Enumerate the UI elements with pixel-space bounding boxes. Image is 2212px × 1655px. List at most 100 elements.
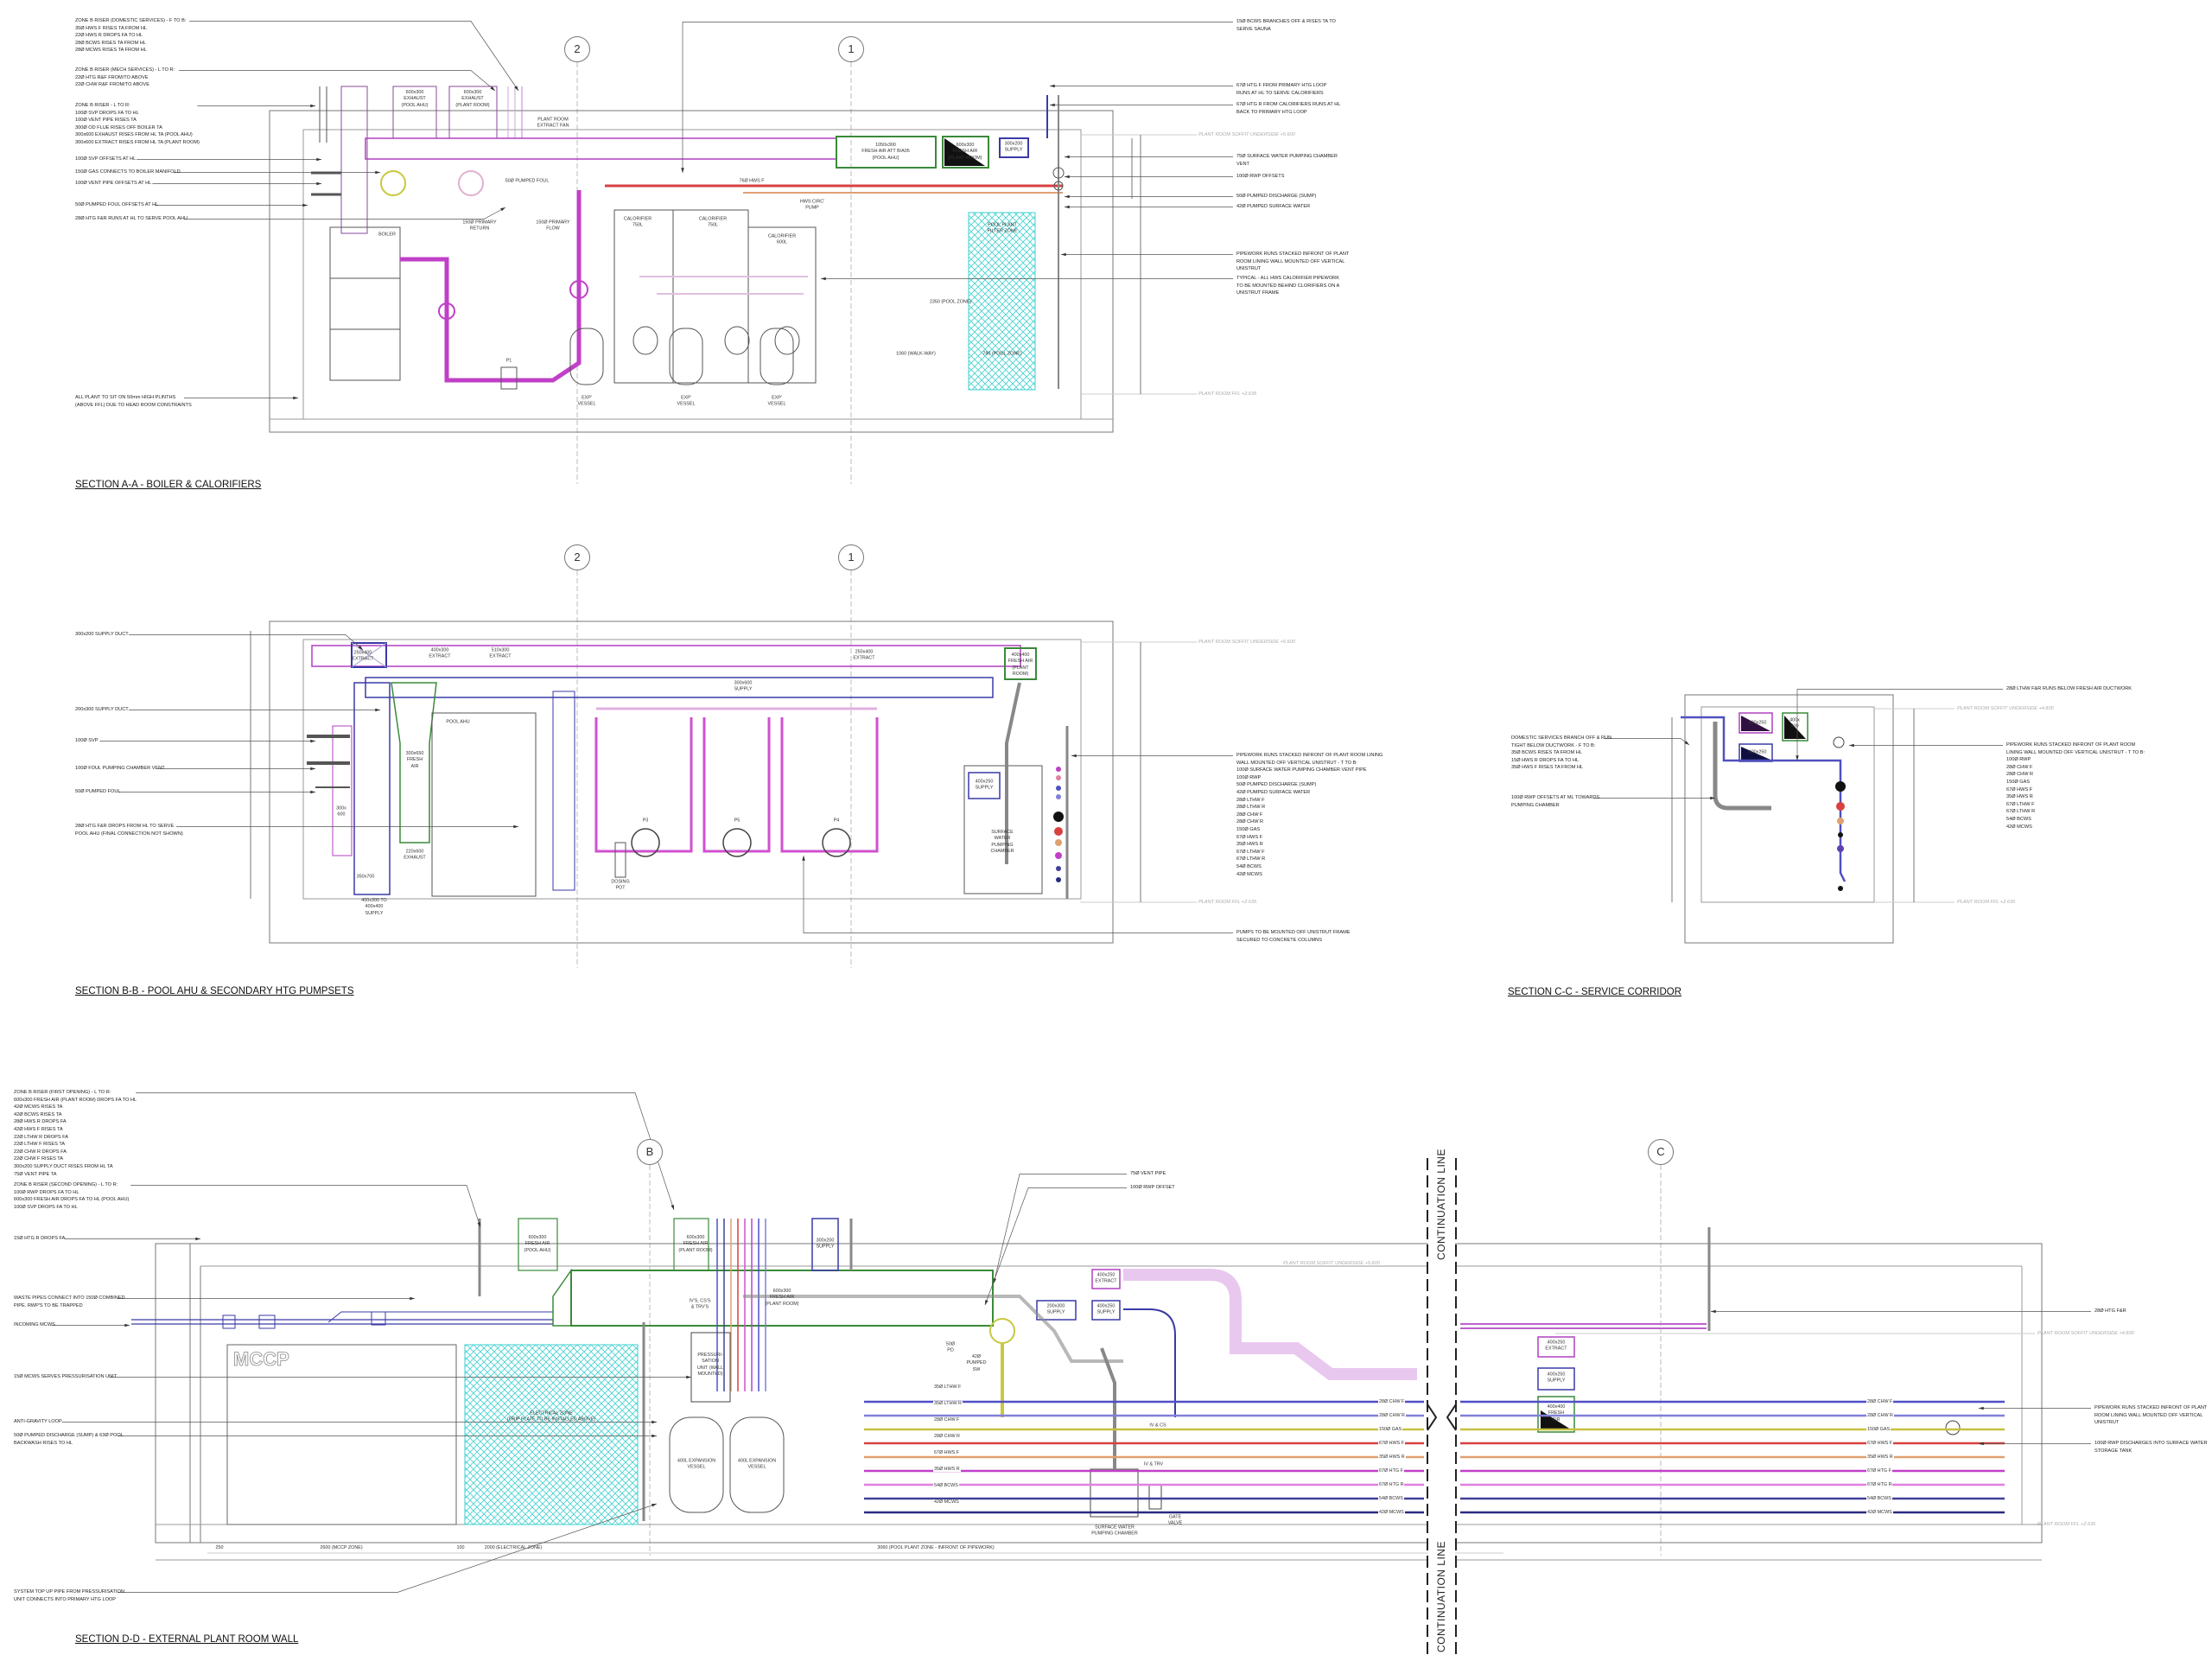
annotation-line: 100Ø RWP OFFSET [1130,1185,1175,1190]
annotation-line: 67Ø LTHW F [1236,849,1265,855]
annotation-note: ALL PLANT TO SIT ON 50mm HIGH PLINTHS(AB… [75,394,192,409]
component-label-line: 780 (POOL ZONE) [982,351,1022,357]
annotation-line: 300x200 SUPPLY DUCT [75,632,129,637]
annotation-line: 600x300 FRESH AIR DROPS FA TO HL (POOL A… [14,1197,130,1203]
pipe-run-label: 35Ø LTHW F [933,1384,963,1390]
component-label-line: 220x600 [405,849,424,855]
fresh-air-duct-pool-ahu [836,136,937,169]
annotation-note: 28Ø LTHW F&R RUNS BELOW FRESH AIR DUCTWO… [2006,685,2132,693]
pool-ahu [431,712,537,897]
leader-arrowhead [1849,743,1854,748]
annotation-line: 67Ø HWS F [2006,786,2033,792]
annotation-note: 50Ø PUMPED FOUL [75,788,121,796]
leader-arrowhead [410,1296,415,1301]
component-label-line: 600x300 [463,89,482,95]
leader-arrowhead [686,1375,691,1379]
annotation-line: SYSTEM TOP UP PIPE FROM PRESSURISATION [14,1589,124,1595]
annotation-line: 150Ø GAS CONNECTS TO BOILER MANIFOLD [75,169,181,175]
annotation-note: ZONE B RISER (SECOND OPENING) - L TO R:1… [14,1181,129,1211]
component-label-line: VESSEL [577,402,596,407]
component-label-line: SURFACE WATER [1095,1525,1135,1531]
annotation-line: 150Ø GAS [2006,779,2031,785]
grid-bubble: 1 [838,544,864,570]
component-label-line: 300x650 [405,750,424,756]
component-label-line: EXTRACT [853,656,875,661]
leader-arrowhead [316,157,321,162]
annotation-line: TIGHT BELOW DUCTWORK - F TO B: [1511,742,1596,748]
annotation-line: 35Ø HWS F RISES TA FROM HL [1511,765,1584,771]
component-label: 400x250 [1749,720,1767,726]
annotation-line: 54Ø BCWS [2006,816,2031,822]
continuation-line-label: CONTINUATION LINE [1435,1541,1447,1652]
supply-riser-duct [353,682,391,895]
expansion-vessel-400l [729,1416,785,1513]
dimension-label: 2000 (ELECTRICAL ZONE) [484,1545,543,1550]
leader-arrowhead [1796,755,1799,761]
annotation-line: ROOM LINING WALL MOUNTED OFF VERTICAL [1236,258,1345,264]
annotation-leaders [51,21,2091,1593]
leader-arrowhead [375,708,380,712]
leader-line [803,856,1233,933]
component-label-line: EXP' [681,395,691,401]
component-label-line: P1 [505,358,512,364]
component-label-line: SUPPLY [1004,148,1023,153]
component-label-line: 750L [632,223,643,228]
continuation-break [1427,1158,1457,1655]
component-label-line: 400x300 TO [361,897,387,903]
component-label-line: 1060 (WALK-WAY) [896,351,936,357]
annotation-line: 42Ø MCWS RISES TA [14,1104,63,1111]
leader-arrowhead [477,1222,480,1227]
component-label-line: ROOM) [1012,672,1029,678]
annotation-line: 50Ø PUMPED DISCHARGE (SUMP) [1236,194,1317,199]
component-label-line: 400x250 [1748,720,1767,726]
annotation-line: WASTE PIPES CONNECT INTO 150Ø COMBINED [14,1295,125,1301]
annotation-line: UNISTRUT [1236,266,1262,272]
leader-arrowhead [310,739,315,743]
component-label-line: EXTRACT [352,657,374,662]
section-c-title: SECTION C-C - SERVICE CORRIDOR [1508,987,1682,997]
component-label-line: PLANT ROOM [537,117,569,123]
component-label-line: SUPPLY [1096,1310,1116,1315]
component-label-line: 400x400 [1011,652,1030,659]
component-label-line: 400x250 [1096,1303,1116,1309]
component-label-line: 76Ø HWS F [739,178,765,184]
component-label: HWS CIRC'PUMP [800,200,824,213]
pipe-run-label: 67Ø HWS F [1866,1440,1894,1446]
annotation-note: 100Ø RWP OFFSETS [1236,173,1284,181]
annotation-line: VENT [1236,161,1249,167]
annotation-line: ZONE B RISER (DOMESTIC SERVICES) - F TO … [75,18,187,23]
leader-line [117,1503,658,1593]
annotation-line: BACKWASH RISES TO HL [14,1440,73,1446]
annotation-line: ZONE B RISER (MECH SERVICES) - L TO R: [75,67,175,73]
annotation-line: 100Ø RWP OFFSETS [1236,174,1285,179]
annotation-note: 300x200 SUPPLY DUCT [75,631,129,639]
annotation-line: 15Ø BCWS BRANCHES OFF & RISES TA TO [1236,19,1336,24]
component-label-line: 350x700 [356,874,375,880]
annotation-line: POOL AHU (FINAL CONNECTION NOT SHOWN) [75,831,183,837]
annotation-note: 28Ø HTG F&R [2094,1308,2126,1315]
pipe-run-label: 28Ø CHW F [933,1417,961,1423]
annotation-line: 67Ø HTG F FROM PRIMARY HTG LOOP [1236,83,1327,88]
expansion-vessel [760,328,794,385]
component-label-line: FRESH AIR [683,1241,709,1247]
annotation-line: 28Ø CHW R [2006,772,2034,778]
annotation-line: 600x300 FRESH AIR (PLANT ROOM) DROPS FA … [14,1097,137,1103]
annotation-line: 100Ø RWP [2006,757,2031,763]
annotation-line: 67Ø LTHW R [1236,856,1266,863]
component-label-line: (PLANT ROOM) [678,1247,713,1253]
annotation-line: 28Ø LTHW R [1236,805,1266,811]
component-label-line: EXHAUST [404,856,426,861]
component-label-line: 750L [707,223,718,228]
component-label-line: POOL AHU [446,719,470,725]
